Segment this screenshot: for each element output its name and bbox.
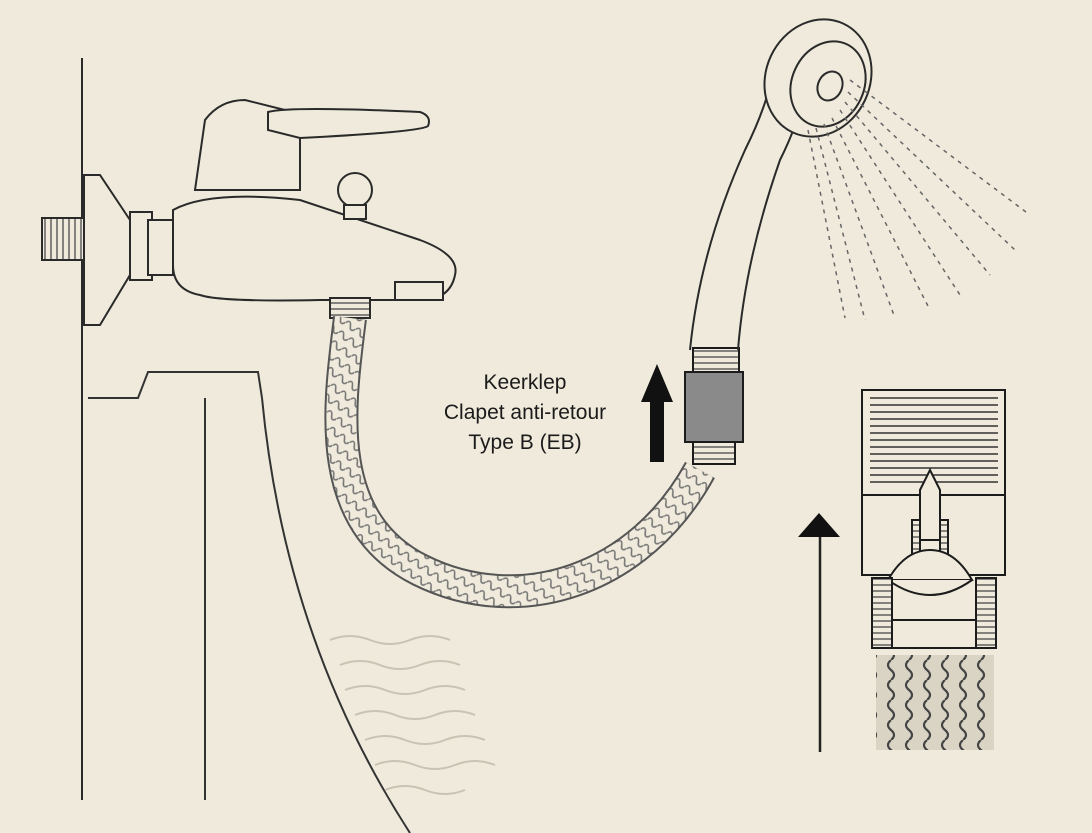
valve-label: Keerklep Clapet anti-retour Type B (EB) xyxy=(400,368,650,458)
tub-water-waves xyxy=(329,635,496,795)
bathtub xyxy=(88,371,411,833)
water-spray xyxy=(807,79,1031,321)
flow-up-arrow-icon xyxy=(641,364,673,462)
valve-label-french: Clapet anti-retour xyxy=(443,401,607,424)
faucet-icon xyxy=(41,98,457,326)
valve-label-dutch: Keerklep xyxy=(483,371,567,394)
flow-direction-arrow-icon xyxy=(798,513,840,752)
shower-head-icon xyxy=(689,18,873,351)
check-valve-icon xyxy=(684,347,744,465)
valve-grille xyxy=(870,397,998,483)
valve-label-type: Type B (EB) xyxy=(468,431,582,454)
valve-cross-section xyxy=(861,389,1006,750)
